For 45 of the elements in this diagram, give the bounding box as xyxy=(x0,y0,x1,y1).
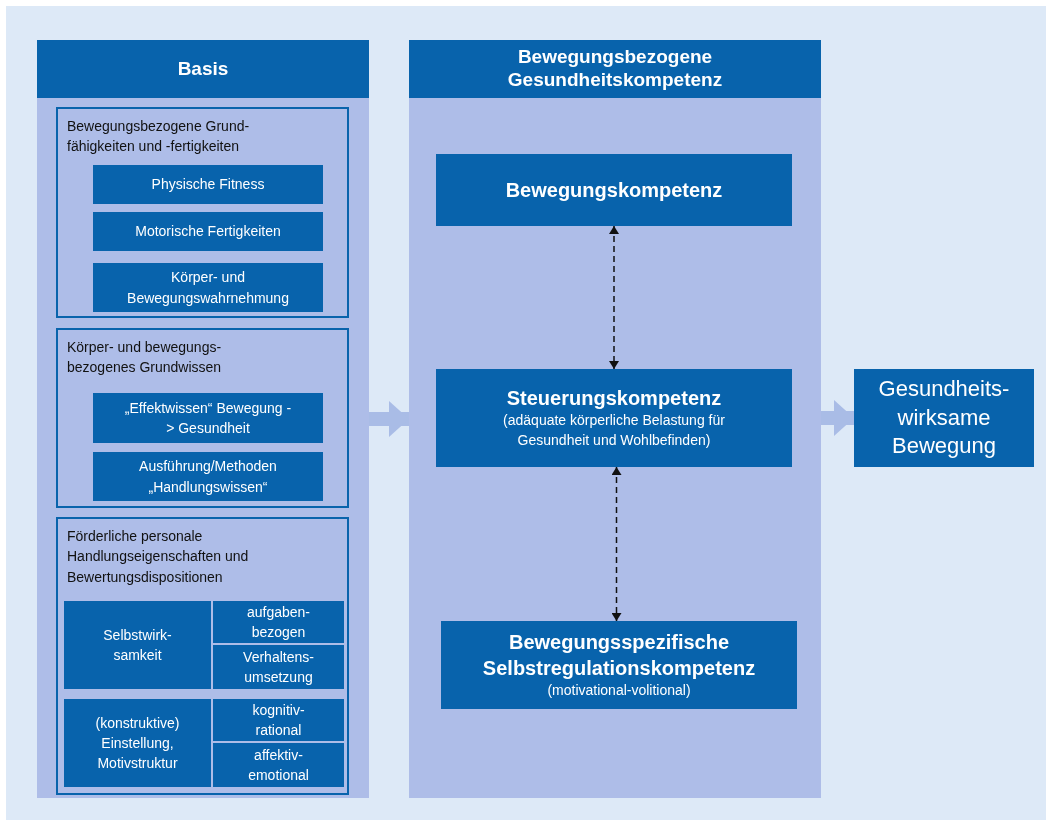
process-box xyxy=(93,452,323,501)
dashed-arrow xyxy=(609,225,619,370)
group-frame xyxy=(56,517,349,795)
box-label: Selbstwirk- samkeit xyxy=(102,625,173,665)
block-arrow xyxy=(821,400,854,436)
box-label: aufgaben- bezogen xyxy=(245,602,312,642)
box-label: Steuerungskompetenz xyxy=(506,386,722,412)
panel-heading: Bewegungsbezogene Gesundheitskompetenz xyxy=(409,40,821,98)
process-box xyxy=(93,165,323,204)
process-box xyxy=(441,621,797,709)
box-label: Physische Fitness xyxy=(151,175,265,195)
process-box xyxy=(64,699,211,787)
box-label: Bewegungskompetenz xyxy=(505,178,723,203)
box-label: Bewegungsspezifische Selbstregulationskompetenz xyxy=(481,630,757,682)
process-box xyxy=(93,212,323,251)
group-frame xyxy=(56,328,349,508)
box-label: Gesundheits- wirksame Bewegung xyxy=(877,375,1011,461)
box-label: affektiv- emotional xyxy=(247,745,310,785)
box-label: Verhaltens- umsetzung xyxy=(242,647,315,687)
group-heading: Förderliche personale Handlungseigenschaften und Bewertungsdispositionen xyxy=(67,527,250,587)
box-subtitle: (motivational-volitional) xyxy=(547,681,691,701)
process-box xyxy=(93,393,323,443)
box-subtitle: (adäquate körperliche Belastung für Gesundheit und Wohlbefinden) xyxy=(502,411,726,450)
panel-background xyxy=(37,40,369,798)
process-box xyxy=(436,154,792,226)
process-box xyxy=(854,369,1034,467)
dashed-arrow xyxy=(611,466,622,622)
box-label: Ausführung/Methoden „Handlungswissen“ xyxy=(138,457,278,497)
panel-background xyxy=(409,40,821,798)
group-heading: Bewegungsbezogene Grund- fähigkeiten und -fertigkeiten xyxy=(67,117,251,157)
process-box xyxy=(64,601,211,689)
box-label: (konstruktive) Einstellung, Motivstruktur xyxy=(94,713,181,774)
panel-heading: Basis xyxy=(37,40,369,98)
group-frame xyxy=(56,107,349,318)
box-label: Motorische Fertigkeiten xyxy=(135,222,281,242)
process-box xyxy=(213,601,344,643)
process-box xyxy=(93,263,323,312)
box-label: „Effektwissen“ Bewegung -> Gesundheit xyxy=(123,398,293,438)
process-box xyxy=(436,369,792,467)
block-arrow xyxy=(369,401,409,437)
box-label: Körper- und Bewegungswahrnehmung xyxy=(126,268,290,308)
process-box xyxy=(213,645,344,689)
group-heading: Körper- und bewegungs- bezogenes Grundwissen xyxy=(67,338,223,378)
process-box xyxy=(213,699,344,741)
process-box xyxy=(213,743,344,787)
